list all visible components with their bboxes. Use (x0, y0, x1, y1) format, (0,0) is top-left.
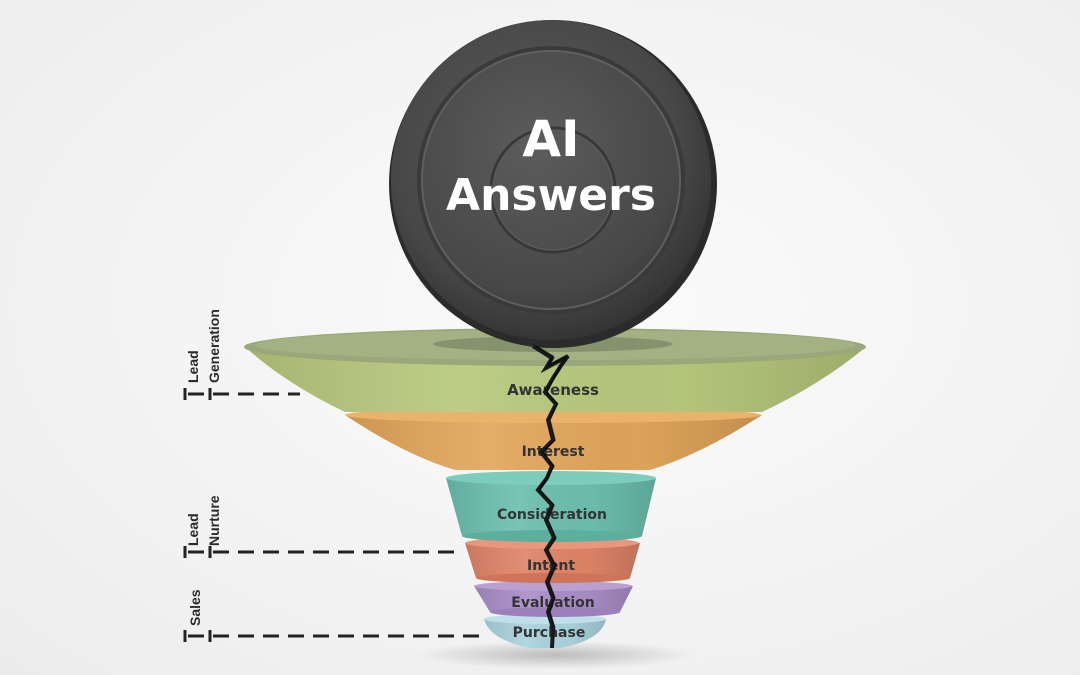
section-label-line1: Lead (185, 350, 201, 383)
section-label-line2: Nurture (206, 495, 222, 546)
funnel-tier-purchase (484, 614, 606, 648)
ground-shadow (415, 641, 695, 669)
funnel-label-intent: Intent (527, 558, 575, 574)
disc-title-line2: Answers (446, 170, 656, 221)
section-label-line2: Generation (206, 309, 222, 383)
funnel-label-awareness: Awareness (507, 381, 599, 399)
section-label-line1: Sales (187, 589, 203, 626)
section-sales: Sales (183, 589, 484, 642)
funnel-label-interest: Interest (522, 444, 585, 460)
ai-answers-disc: AI Answers (389, 20, 717, 352)
disc-title-line1: AI (522, 110, 579, 168)
funnel-label-consideration: Consideration (497, 507, 607, 523)
crack-line-inner (535, 345, 568, 629)
section-label-line1: Lead (185, 513, 201, 546)
section-markers: Lead Generation Lead Nurture Sales (183, 309, 484, 642)
funnel-tier-awareness (244, 328, 866, 412)
funnel-label-purchase: Purchase (513, 625, 586, 641)
section-lead-generation: Lead Generation (183, 309, 300, 400)
section-lead-nurture: Lead Nurture (183, 495, 462, 558)
